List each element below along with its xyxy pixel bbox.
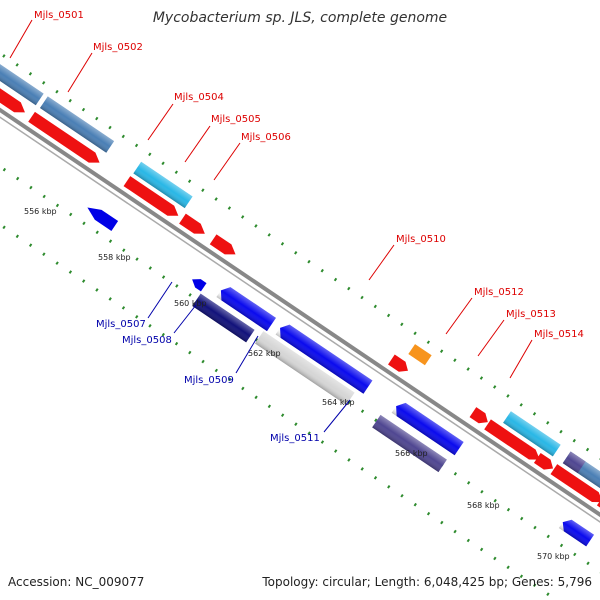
gene-red-e[interactable] (469, 407, 492, 427)
tick-labels: 556 kbp 558 kbp 560 kbp 562 kbp 564 kbp … (24, 207, 570, 561)
gene-mjls-0504[interactable] (133, 161, 193, 209)
gene-mjls-0511[interactable] (372, 395, 464, 474)
tick-label-556: 556 kbp (24, 207, 57, 216)
gene-mjls-0501[interactable] (0, 44, 44, 106)
gene-red-c[interactable] (209, 234, 239, 259)
gene-labels-reverse: Mjls_0507 Mjls_0508 Mjls_0509 Mjls_0511 (96, 319, 320, 444)
label-mjls-0508: Mjls_0508 (122, 335, 172, 346)
tick-label-558: 558 kbp (98, 253, 131, 262)
label-mjls-0511: Mjls_0511 (270, 433, 320, 444)
genome-summary-text: Topology: circular; Length: 6,048,425 bp… (261, 575, 592, 589)
label-mjls-0510: Mjls_0510 (396, 234, 446, 245)
label-mjls-0513: Mjls_0513 (506, 309, 556, 320)
map-title: Mycobacterium sp. JLS, complete genome (153, 10, 447, 26)
gene-red-d[interactable] (388, 354, 411, 376)
gene-mjls-0506[interactable] (179, 213, 208, 239)
label-mjls-0502: Mjls_0502 (93, 42, 143, 53)
tick-label-568: 568 kbp (467, 501, 500, 510)
gene-mjls-0512[interactable] (503, 411, 561, 457)
gene-mjls-0502[interactable] (39, 96, 115, 153)
gene-mjls-0513[interactable] (484, 419, 556, 473)
label-mjls-0504: Mjls_0504 (174, 92, 224, 103)
gene-mjls-0507[interactable] (189, 267, 276, 334)
label-mjls-0512: Mjls_0512 (474, 287, 524, 298)
gene-mjls-0508[interactable] (192, 293, 255, 343)
gene-mjls-0509[interactable] (255, 315, 373, 410)
gene-blue-b[interactable] (558, 516, 595, 547)
callout-lines (9, 19, 533, 433)
gene-red-a[interactable] (0, 61, 28, 118)
tick-label-570: 570 kbp (537, 552, 570, 561)
gene-mjls-0505[interactable] (123, 176, 182, 221)
tick-label-566: 566 kbp (395, 449, 428, 458)
backbone-inner (0, 80, 600, 541)
guide-row-far (0, 153, 578, 600)
tick-label-562: 562 kbp (248, 349, 281, 358)
label-mjls-0505: Mjls_0505 (211, 114, 261, 125)
label-mjls-0506: Mjls_0506 (241, 132, 291, 143)
tick-label-564: 564 kbp (322, 398, 355, 407)
accession-text: Accession: NC_009077 (8, 575, 144, 589)
gene-blue-a[interactable] (84, 203, 119, 231)
label-mjls-0514: Mjls_0514 (534, 329, 584, 340)
gene-mjls-0514[interactable] (550, 449, 600, 520)
gene-labels-forward: Mjls_0501 Mjls_0502 Mjls_0504 Mjls_0505 … (34, 10, 584, 340)
genome-track (0, 36, 600, 600)
gene-mjls-0510[interactable] (408, 344, 432, 366)
tick-label-560: 560 kbp (174, 299, 207, 308)
label-mjls-0501: Mjls_0501 (34, 10, 84, 21)
label-mjls-0507: Mjls_0507 (96, 319, 146, 330)
backbone-outer (0, 74, 600, 537)
gene-red-b[interactable] (28, 111, 103, 168)
label-mjls-0509: Mjls_0509 (184, 375, 234, 386)
